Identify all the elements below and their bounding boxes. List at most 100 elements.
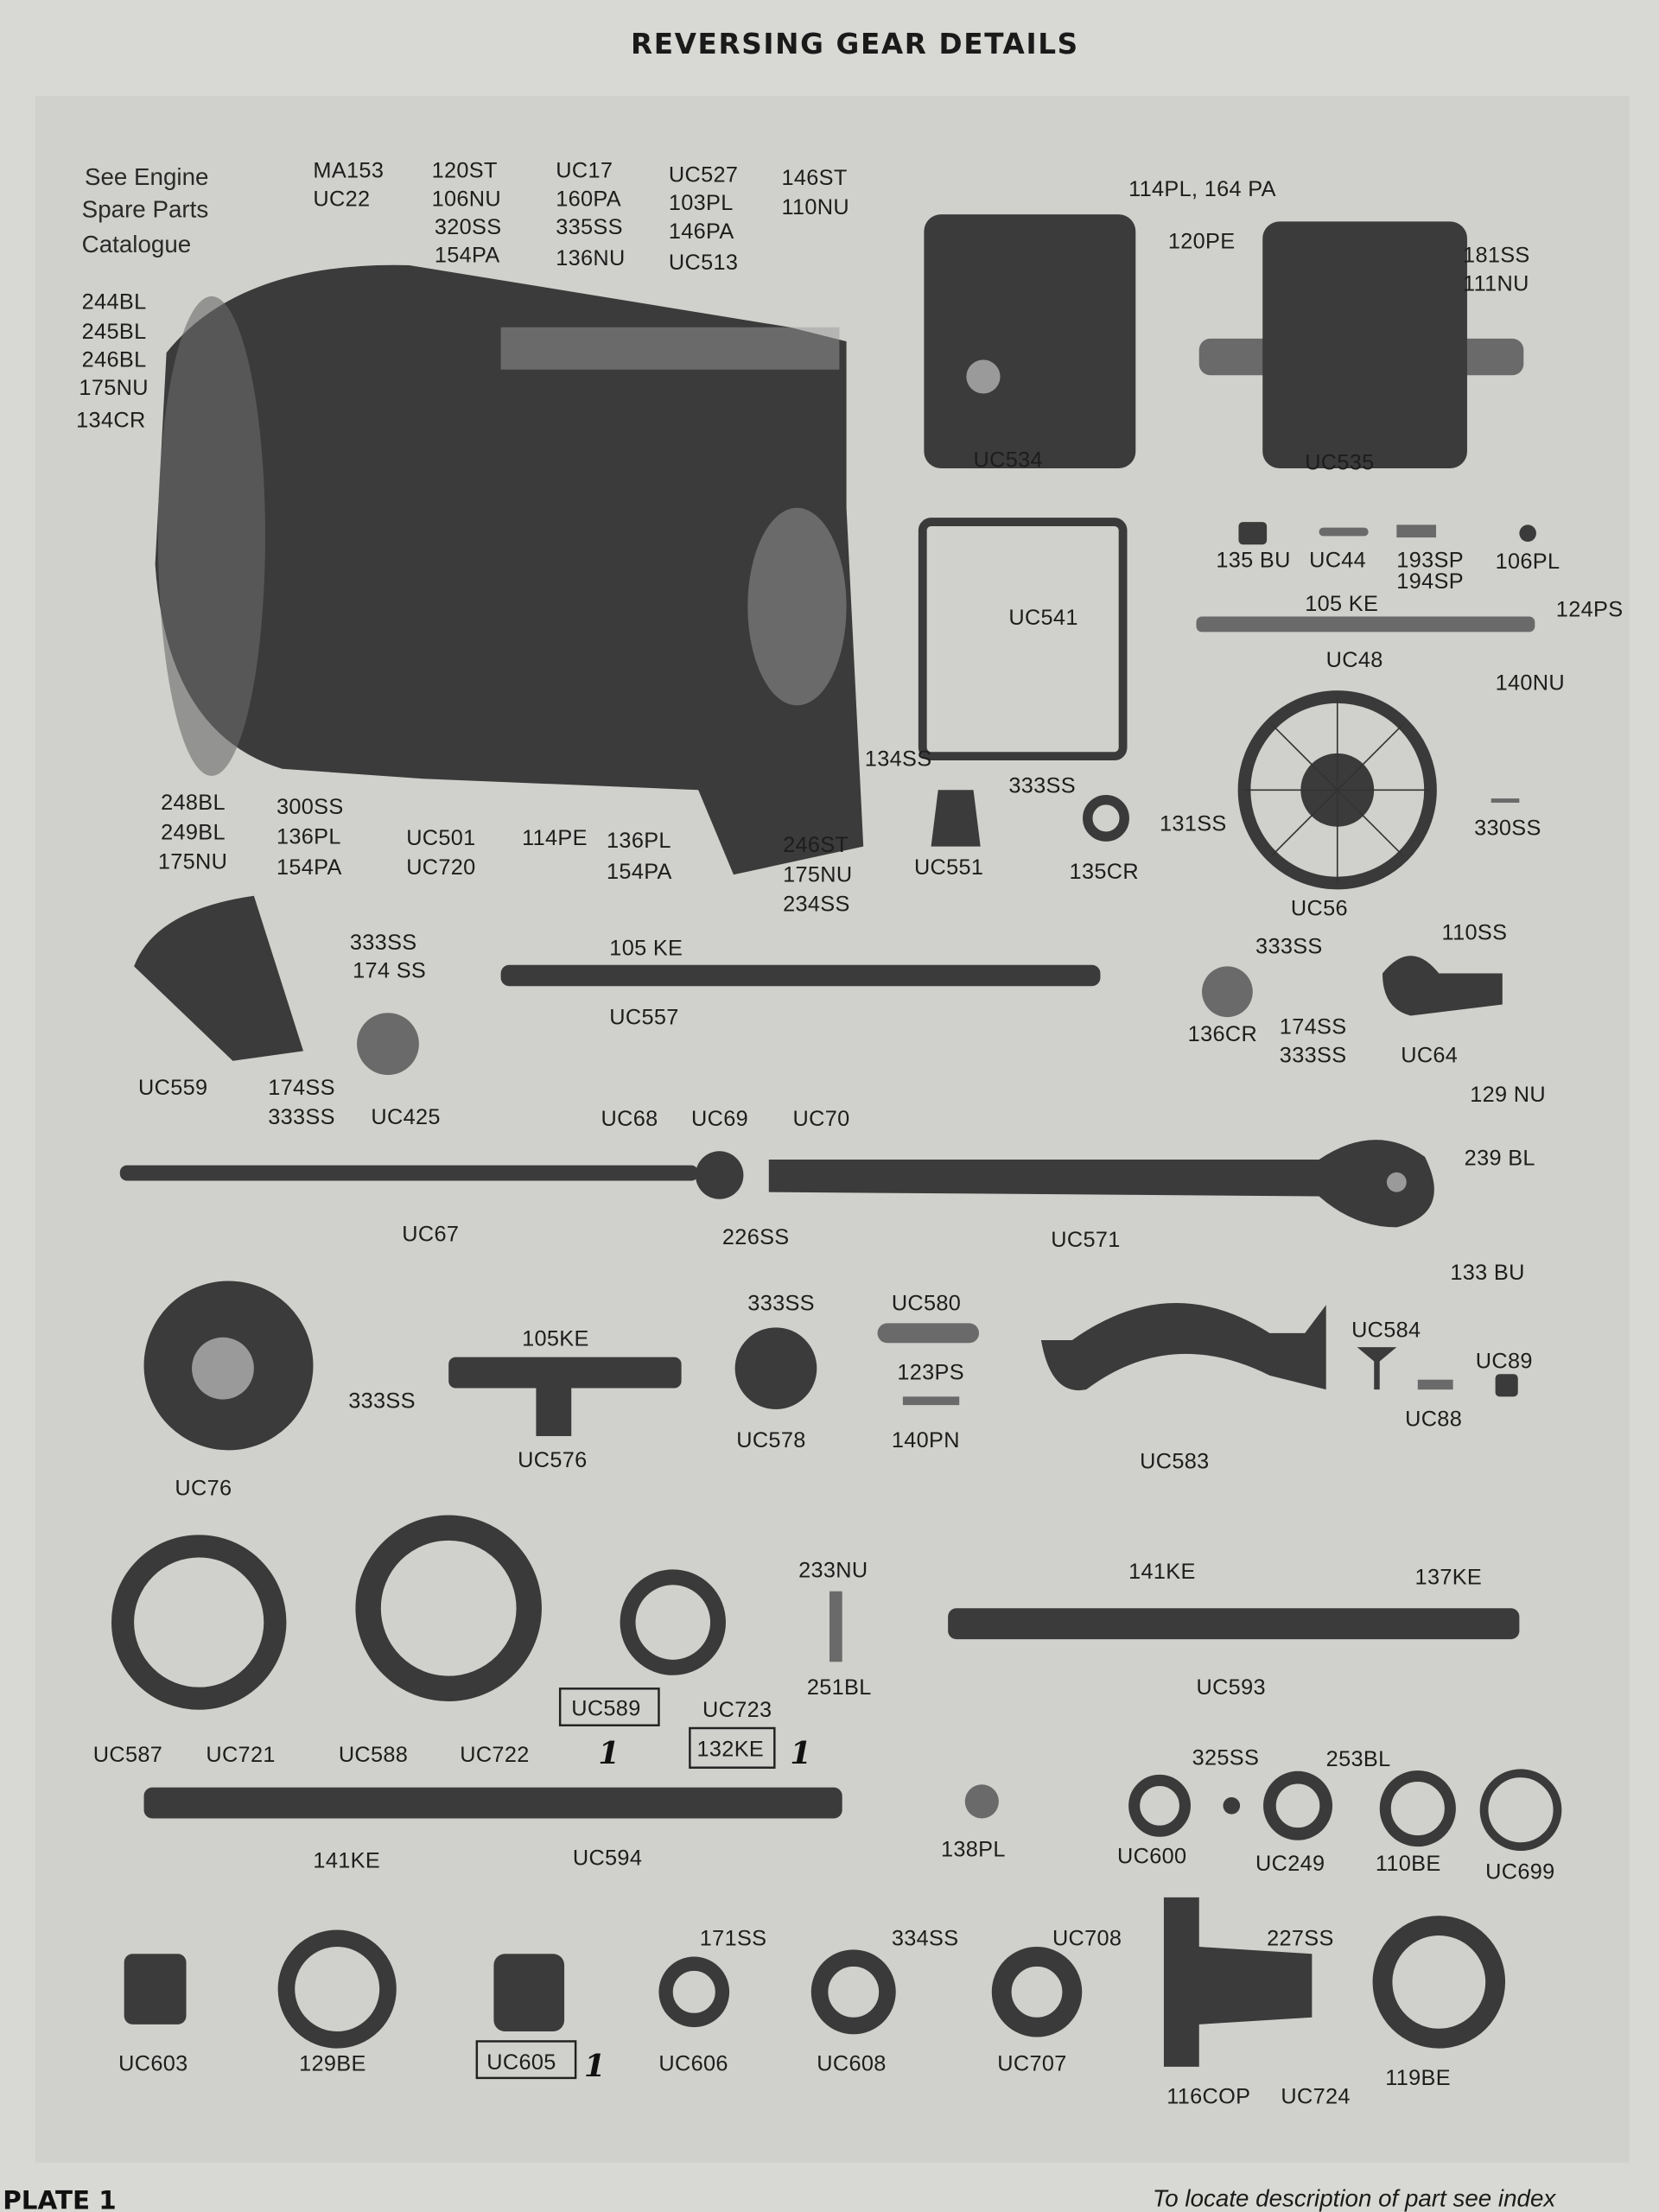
part-label: 246BL — [82, 347, 147, 372]
part-label: UC583 — [1140, 1450, 1209, 1474]
part-label: 334SS — [892, 1926, 959, 1950]
part-label: 138PL — [941, 1838, 1006, 1862]
part-label: 253BL — [1326, 1747, 1391, 1771]
handwritten-mark: 1 — [790, 1735, 811, 1771]
part-label: 116COP — [1166, 2084, 1250, 2108]
shaft-uc557 — [500, 964, 1101, 987]
handwritten-mark: 1 — [584, 2048, 606, 2084]
index-note: To locate description of part see index — [1153, 2184, 1557, 2211]
part-label: 136PL — [607, 829, 671, 853]
boxed-label: 132KE — [697, 1738, 765, 1762]
part-label: 245BL — [82, 320, 147, 344]
small-bearings-row — [964, 1769, 1562, 1852]
link-uc580 — [877, 1323, 980, 1344]
bracket-uc583 — [1040, 1303, 1326, 1391]
part-label: 131SS — [1160, 812, 1227, 836]
part-label: 134CR — [76, 409, 145, 433]
page-title: REVERSING GEAR DETAILS — [631, 28, 1079, 60]
part-label: UC534 — [974, 448, 1043, 472]
part-label: UC69 — [691, 1107, 748, 1131]
gasket-uc541 — [918, 518, 1128, 760]
part-label: UC527 — [669, 163, 738, 188]
boxed-label: UC605 — [486, 2050, 556, 2075]
part-labels: MA153UC22120ST106NU320SS154PAUC17160PA33… — [76, 159, 1623, 2109]
part-label: 154PA — [276, 855, 342, 880]
part-label: UC64 — [1401, 1043, 1458, 1067]
cover-uc535 — [1198, 221, 1524, 469]
part-label: 330SS — [1474, 817, 1541, 841]
part-label: UC587 — [93, 1743, 162, 1767]
gearbox-casing — [155, 264, 864, 875]
part-label: 174SS — [1280, 1015, 1347, 1039]
engine-note: See Engine Spare Parts Catalogue — [82, 163, 209, 257]
part-label: 146ST — [781, 166, 847, 190]
part-label: 175NU — [79, 376, 148, 400]
handwritten-mark: 1 — [598, 1735, 620, 1771]
part-label: 110SS — [1442, 920, 1508, 944]
shaft-uc593 — [948, 1608, 1520, 1640]
part-label: UC557 — [609, 1005, 678, 1029]
part-label: UC559 — [138, 1076, 207, 1100]
part-label: 110NU — [781, 195, 849, 219]
part-label: 141KE — [313, 1849, 380, 1873]
shaft-uc48 — [1196, 616, 1535, 632]
part-label: UC17 — [556, 159, 613, 183]
svg-text:See Engine: See Engine — [85, 163, 208, 190]
lever-uc571 — [768, 1140, 1434, 1228]
part-label: 105 KE — [609, 936, 683, 960]
part-label: UC580 — [892, 1292, 961, 1316]
part-label: 244BL — [82, 290, 147, 315]
part-label: UC48 — [1326, 648, 1383, 672]
part-label: UC551 — [914, 855, 983, 880]
part-label: 136CR — [1188, 1022, 1257, 1046]
svg-text:Spare Parts: Spare Parts — [82, 195, 209, 222]
part-label: UC541 — [1008, 606, 1077, 630]
part-label: UC513 — [669, 251, 738, 275]
part-label: UC722 — [460, 1743, 529, 1767]
part-label: UC594 — [573, 1846, 642, 1870]
fork-uc576 — [448, 1357, 682, 1437]
part-label: 154PA — [435, 244, 500, 268]
part-label: 251BL — [807, 1675, 872, 1700]
part-label: 136PL — [276, 824, 341, 849]
part-label: UC501 — [406, 826, 475, 850]
part-label: 114PE — [522, 826, 588, 850]
part-label: 133 BU — [1450, 1261, 1524, 1285]
sector-uc559 — [134, 895, 304, 1061]
part-label: 105KE — [522, 1327, 589, 1351]
part-label: 134SS — [865, 747, 932, 772]
bottom-row-parts — [124, 1897, 1506, 2067]
part-label: 333SS — [1008, 774, 1076, 798]
part-label: 333SS — [1280, 1043, 1347, 1067]
part-label: 320SS — [435, 215, 502, 239]
part-label: 239 BL — [1465, 1147, 1535, 1171]
part-label: UC249 — [1255, 1852, 1325, 1876]
part-label: 136NU — [556, 246, 625, 270]
part-label: 141KE — [1128, 1560, 1196, 1584]
ring-uc589 — [620, 1569, 726, 1675]
part-label: UC588 — [339, 1743, 408, 1767]
part-label: 123PS — [897, 1361, 964, 1385]
part-label: 333SS — [1255, 935, 1323, 959]
part-label: UC603 — [118, 2052, 188, 2076]
part-330ss — [1491, 798, 1520, 803]
part-label: 120ST — [432, 159, 498, 183]
part-label: 227SS — [1267, 1926, 1334, 1950]
part-label: 333SS — [747, 1292, 815, 1316]
part-label: UC593 — [1196, 1675, 1265, 1700]
part-label: UC724 — [1281, 2084, 1350, 2108]
plate-number: PLATE 1 — [3, 2186, 116, 2212]
collar-136cr — [1202, 966, 1253, 1018]
part-label: UC578 — [736, 1428, 805, 1452]
gear-uc578 — [734, 1327, 817, 1410]
part-label: UC720 — [406, 855, 475, 880]
part-label: UC22 — [313, 187, 370, 211]
part-label: UC535 — [1305, 451, 1374, 475]
part-label: 335SS — [556, 215, 623, 239]
part-label: UC606 — [658, 2052, 728, 2076]
part-label: 119BE — [1385, 2066, 1451, 2090]
box-132ke — [689, 1726, 776, 1769]
part-label: 175NU — [783, 862, 852, 887]
box-uc605 — [475, 2040, 577, 2080]
